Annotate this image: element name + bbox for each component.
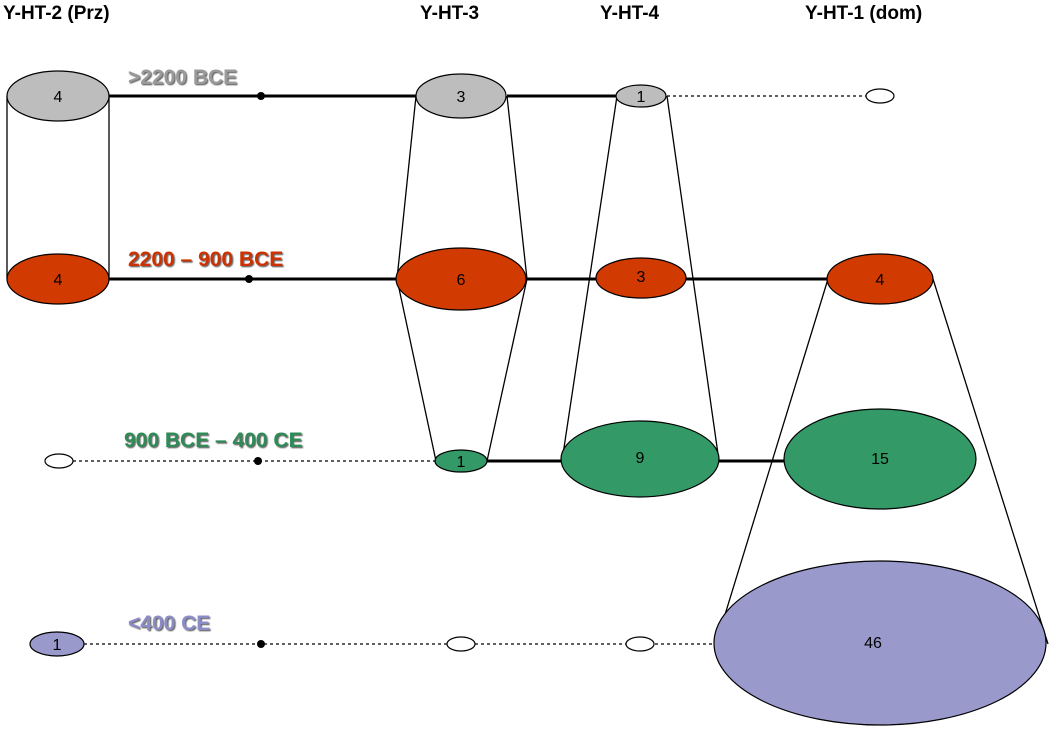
node-ht3-p3 (434, 449, 488, 473)
cone-side-ht3-upper-left (396, 95, 417, 280)
cone-side-ht1-left (715, 278, 829, 645)
node-ht2-p2 (6, 253, 110, 305)
node-ht2-p1 (6, 70, 110, 122)
node-ht2-p4-count: 1 (53, 637, 62, 654)
node-ht2-p3-empty (44, 453, 74, 469)
node-ht2-p1-count: 4 (54, 89, 63, 106)
node-ht4-p1-count: 1 (637, 89, 646, 106)
cone-side-ht4-right (666, 95, 720, 462)
node-ht3-p4-empty (446, 636, 476, 652)
link-dot-p4 (257, 640, 265, 648)
node-ht1-p2-count: 4 (876, 272, 885, 289)
node-ht2-p4 (29, 631, 85, 657)
node-ht3-p2-count: 6 (457, 272, 466, 289)
node-ht4-p1 (615, 84, 667, 108)
period-label-p1: >2200 BCE (128, 66, 237, 89)
period-label-p4: <400 CE (128, 612, 210, 635)
node-ht3-p1 (415, 73, 507, 119)
node-ht3-p1-count: 3 (457, 89, 466, 106)
node-ht4-p2-count: 3 (637, 269, 646, 286)
link-dot-p1 (257, 92, 265, 100)
column-header-y-ht-4: Y-HT-4 (600, 3, 660, 24)
cone-side-ht3-lower-right (486, 278, 528, 462)
period-label-p3: 900 BCE – 400 CE (124, 429, 303, 452)
link-dot-p3 (254, 457, 262, 465)
node-ht1-p3 (783, 408, 977, 510)
node-ht1-p3-count: 15 (871, 451, 889, 468)
node-ht4-p2 (595, 257, 687, 299)
cone-side-ht3-lower-left (396, 278, 437, 462)
node-ht4-p3 (560, 420, 720, 498)
node-ht3-p3-count: 1 (457, 454, 466, 471)
node-ht1-p1-empty (865, 88, 895, 104)
link-dot-p2 (245, 275, 253, 283)
column-header-y-ht-2: Y-HT-2 (Prz) (3, 3, 110, 24)
node-ht1-p2 (826, 253, 934, 305)
node-ht4-p3-count: 9 (636, 450, 645, 467)
cone-side-ht4-left (561, 95, 618, 462)
period-label-p2: 2200 – 900 BCE (128, 248, 283, 271)
column-header-y-ht-1: Y-HT-1 (dom) (805, 3, 922, 24)
cone-side-ht1-right (932, 278, 1049, 645)
cone-side-ht3-upper-right (506, 95, 528, 280)
node-ht3-p2 (395, 247, 527, 311)
node-ht1-p4 (713, 560, 1047, 726)
column-header-y-ht-3: Y-HT-3 (420, 3, 479, 24)
node-ht2-p2-count: 4 (54, 272, 63, 289)
node-ht4-p4-empty (625, 636, 655, 652)
node-ht1-p4-count: 46 (864, 635, 882, 652)
